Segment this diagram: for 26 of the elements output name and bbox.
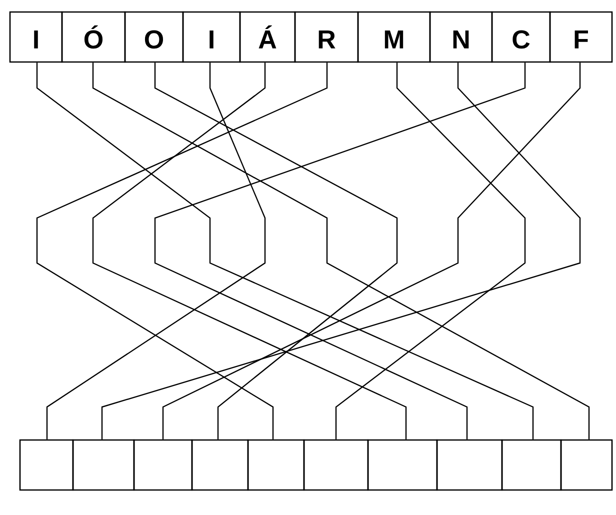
connector-line — [92, 62, 407, 440]
empty-box — [436, 439, 503, 491]
letter-box: Á — [239, 11, 296, 63]
letter-box: F — [549, 11, 613, 63]
connector-line — [335, 62, 526, 440]
letter-box: M — [357, 11, 431, 63]
letter-box: I — [182, 11, 241, 63]
letter-box: O — [124, 11, 184, 63]
empty-box — [72, 439, 135, 491]
empty-box — [191, 439, 249, 491]
empty-box — [303, 439, 369, 491]
connector-line — [46, 62, 266, 440]
empty-box — [367, 439, 438, 491]
letter-box: N — [429, 11, 493, 63]
empty-box — [133, 439, 193, 491]
empty-box — [19, 439, 74, 491]
connector-line — [36, 62, 328, 440]
connector-line — [154, 62, 398, 440]
connector-line — [36, 62, 534, 440]
letter-box: Ó — [61, 11, 126, 63]
empty-box — [501, 439, 562, 491]
letter-box: R — [294, 11, 359, 63]
letter-box: I — [9, 11, 63, 63]
empty-box — [560, 439, 613, 491]
empty-box — [247, 439, 305, 491]
letter-box: C — [491, 11, 551, 63]
